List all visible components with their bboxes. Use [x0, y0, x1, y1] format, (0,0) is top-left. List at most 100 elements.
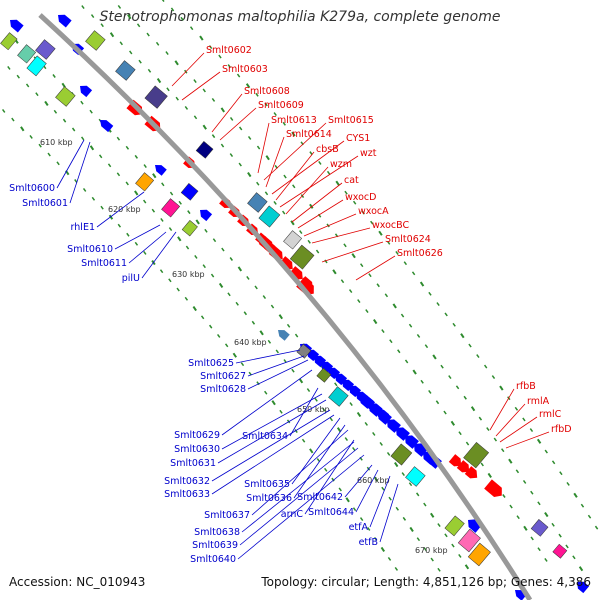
feature-block: [0, 32, 18, 51]
tick-dot: [192, 305, 197, 312]
tick-dot: [71, 127, 76, 132]
reverse-gene-arrow: [328, 367, 341, 380]
tick-dot: [178, 200, 182, 205]
tick-dot: [134, 241, 139, 246]
tick-dot: [352, 446, 356, 451]
feature-block: [115, 60, 136, 81]
tick-dot: [448, 375, 452, 379]
tick-dot: [444, 533, 448, 538]
tick-dot: [160, 217, 164, 222]
tick-dot: [309, 448, 314, 454]
tick-dot: [100, 205, 104, 210]
tick-dot: [329, 417, 334, 422]
tick-dot: [212, 238, 217, 243]
tick-dot: [523, 525, 528, 531]
tick-dot: [395, 506, 399, 511]
gene-label-etfb: etfB: [359, 537, 378, 548]
reverse-gene-arrow: [378, 411, 392, 425]
tick-dot: [587, 514, 592, 519]
tick-dot: [204, 228, 208, 233]
reverse-gene-arrow: [335, 373, 348, 386]
tick-dot: [161, 0, 165, 3]
tick-dot: [202, 88, 206, 93]
genome-backbone: [38, 13, 533, 600]
gene-label-smlt0624: Smlt0624: [385, 234, 431, 245]
leader-line: [171, 52, 205, 87]
leader-line: [499, 416, 538, 443]
tick-dot: [11, 117, 15, 122]
tick-dot: [493, 437, 498, 442]
leader-line: [96, 191, 145, 228]
tick-dot: [372, 431, 376, 436]
gene-label-smlt0630: Smlt0630: [174, 444, 220, 455]
tick-dot: [270, 304, 275, 309]
tick-dot: [195, 219, 200, 225]
tick-dot: [291, 368, 295, 373]
leader-line: [235, 349, 301, 364]
tick-dot: [174, 60, 179, 66]
tick-dot: [514, 406, 519, 411]
reverse-gene-arrow: [100, 120, 114, 133]
tick-dot: [278, 314, 283, 320]
tick-dot: [366, 527, 371, 531]
leader-line: [271, 140, 345, 195]
feature-block: [55, 86, 76, 107]
tick-dot: [451, 543, 455, 548]
tick-dot: [344, 437, 349, 441]
tick-dot: [370, 220, 374, 225]
feature-block: [35, 39, 56, 60]
tick-dot: [419, 281, 425, 287]
tick-dot: [349, 402, 353, 407]
gene-label-smlt0615: Smlt0615: [328, 115, 374, 126]
tick-dot: [229, 153, 234, 157]
tick-dot: [423, 502, 427, 507]
reverse-gene-arrow: [342, 379, 355, 392]
tick-dot: [458, 431, 462, 436]
tick-dot: [143, 250, 147, 255]
tick-dot: [452, 322, 456, 327]
gene-label-wxocbc: wxocBC: [372, 220, 409, 231]
tick-dot: [400, 313, 405, 318]
tick-dot: [199, 35, 204, 41]
tick-dot: [247, 172, 252, 178]
tick-dot: [283, 359, 287, 363]
leader-line: [251, 429, 349, 516]
gene-label-smlt0640: Smlt0640: [190, 554, 236, 565]
gene-label-wxoca: wxocA: [358, 206, 389, 217]
tick-dot: [536, 438, 542, 444]
tick-dot: [351, 253, 356, 259]
gene-label-wzm: wzm: [330, 159, 352, 170]
feature-block: [135, 172, 155, 192]
tick-dot: [291, 131, 296, 137]
tick-dot: [299, 230, 303, 234]
tick-dot: [522, 480, 527, 484]
tick-dot: [356, 411, 362, 418]
forward-gene-arrow: [448, 454, 462, 467]
tick-dot: [152, 173, 157, 179]
reverse-gene-arrow: [369, 403, 383, 417]
tick-dot: [25, 83, 30, 88]
tick-dot: [394, 461, 399, 468]
tick-dot: [389, 339, 393, 344]
tick-dot: [361, 210, 365, 215]
tick-dot: [499, 385, 504, 391]
tick-dot: [143, 164, 147, 168]
tick-dot: [243, 311, 248, 316]
gene-label-smlt0603: Smlt0603: [222, 64, 268, 75]
tick-dot: [109, 32, 115, 38]
tick-dot: [345, 497, 350, 503]
tick-dot: [108, 214, 114, 220]
reverse-gene-arrow: [278, 330, 290, 341]
tick-dot: [403, 261, 408, 266]
reverse-gene-arrow: [80, 85, 93, 98]
tick-dot: [282, 210, 286, 215]
accession-text: Accession: NC_010943: [9, 575, 146, 589]
tick-dot: [117, 223, 122, 228]
tick-dot: [384, 293, 389, 298]
gene-label-rfbd: rfbD: [551, 424, 572, 435]
tick-dot: [334, 382, 338, 387]
reverse-gene-arrow: [360, 395, 374, 409]
gene-label-smlt0625: Smlt0625: [188, 358, 234, 369]
feature-block: [390, 443, 413, 466]
leader-line: [355, 469, 379, 513]
